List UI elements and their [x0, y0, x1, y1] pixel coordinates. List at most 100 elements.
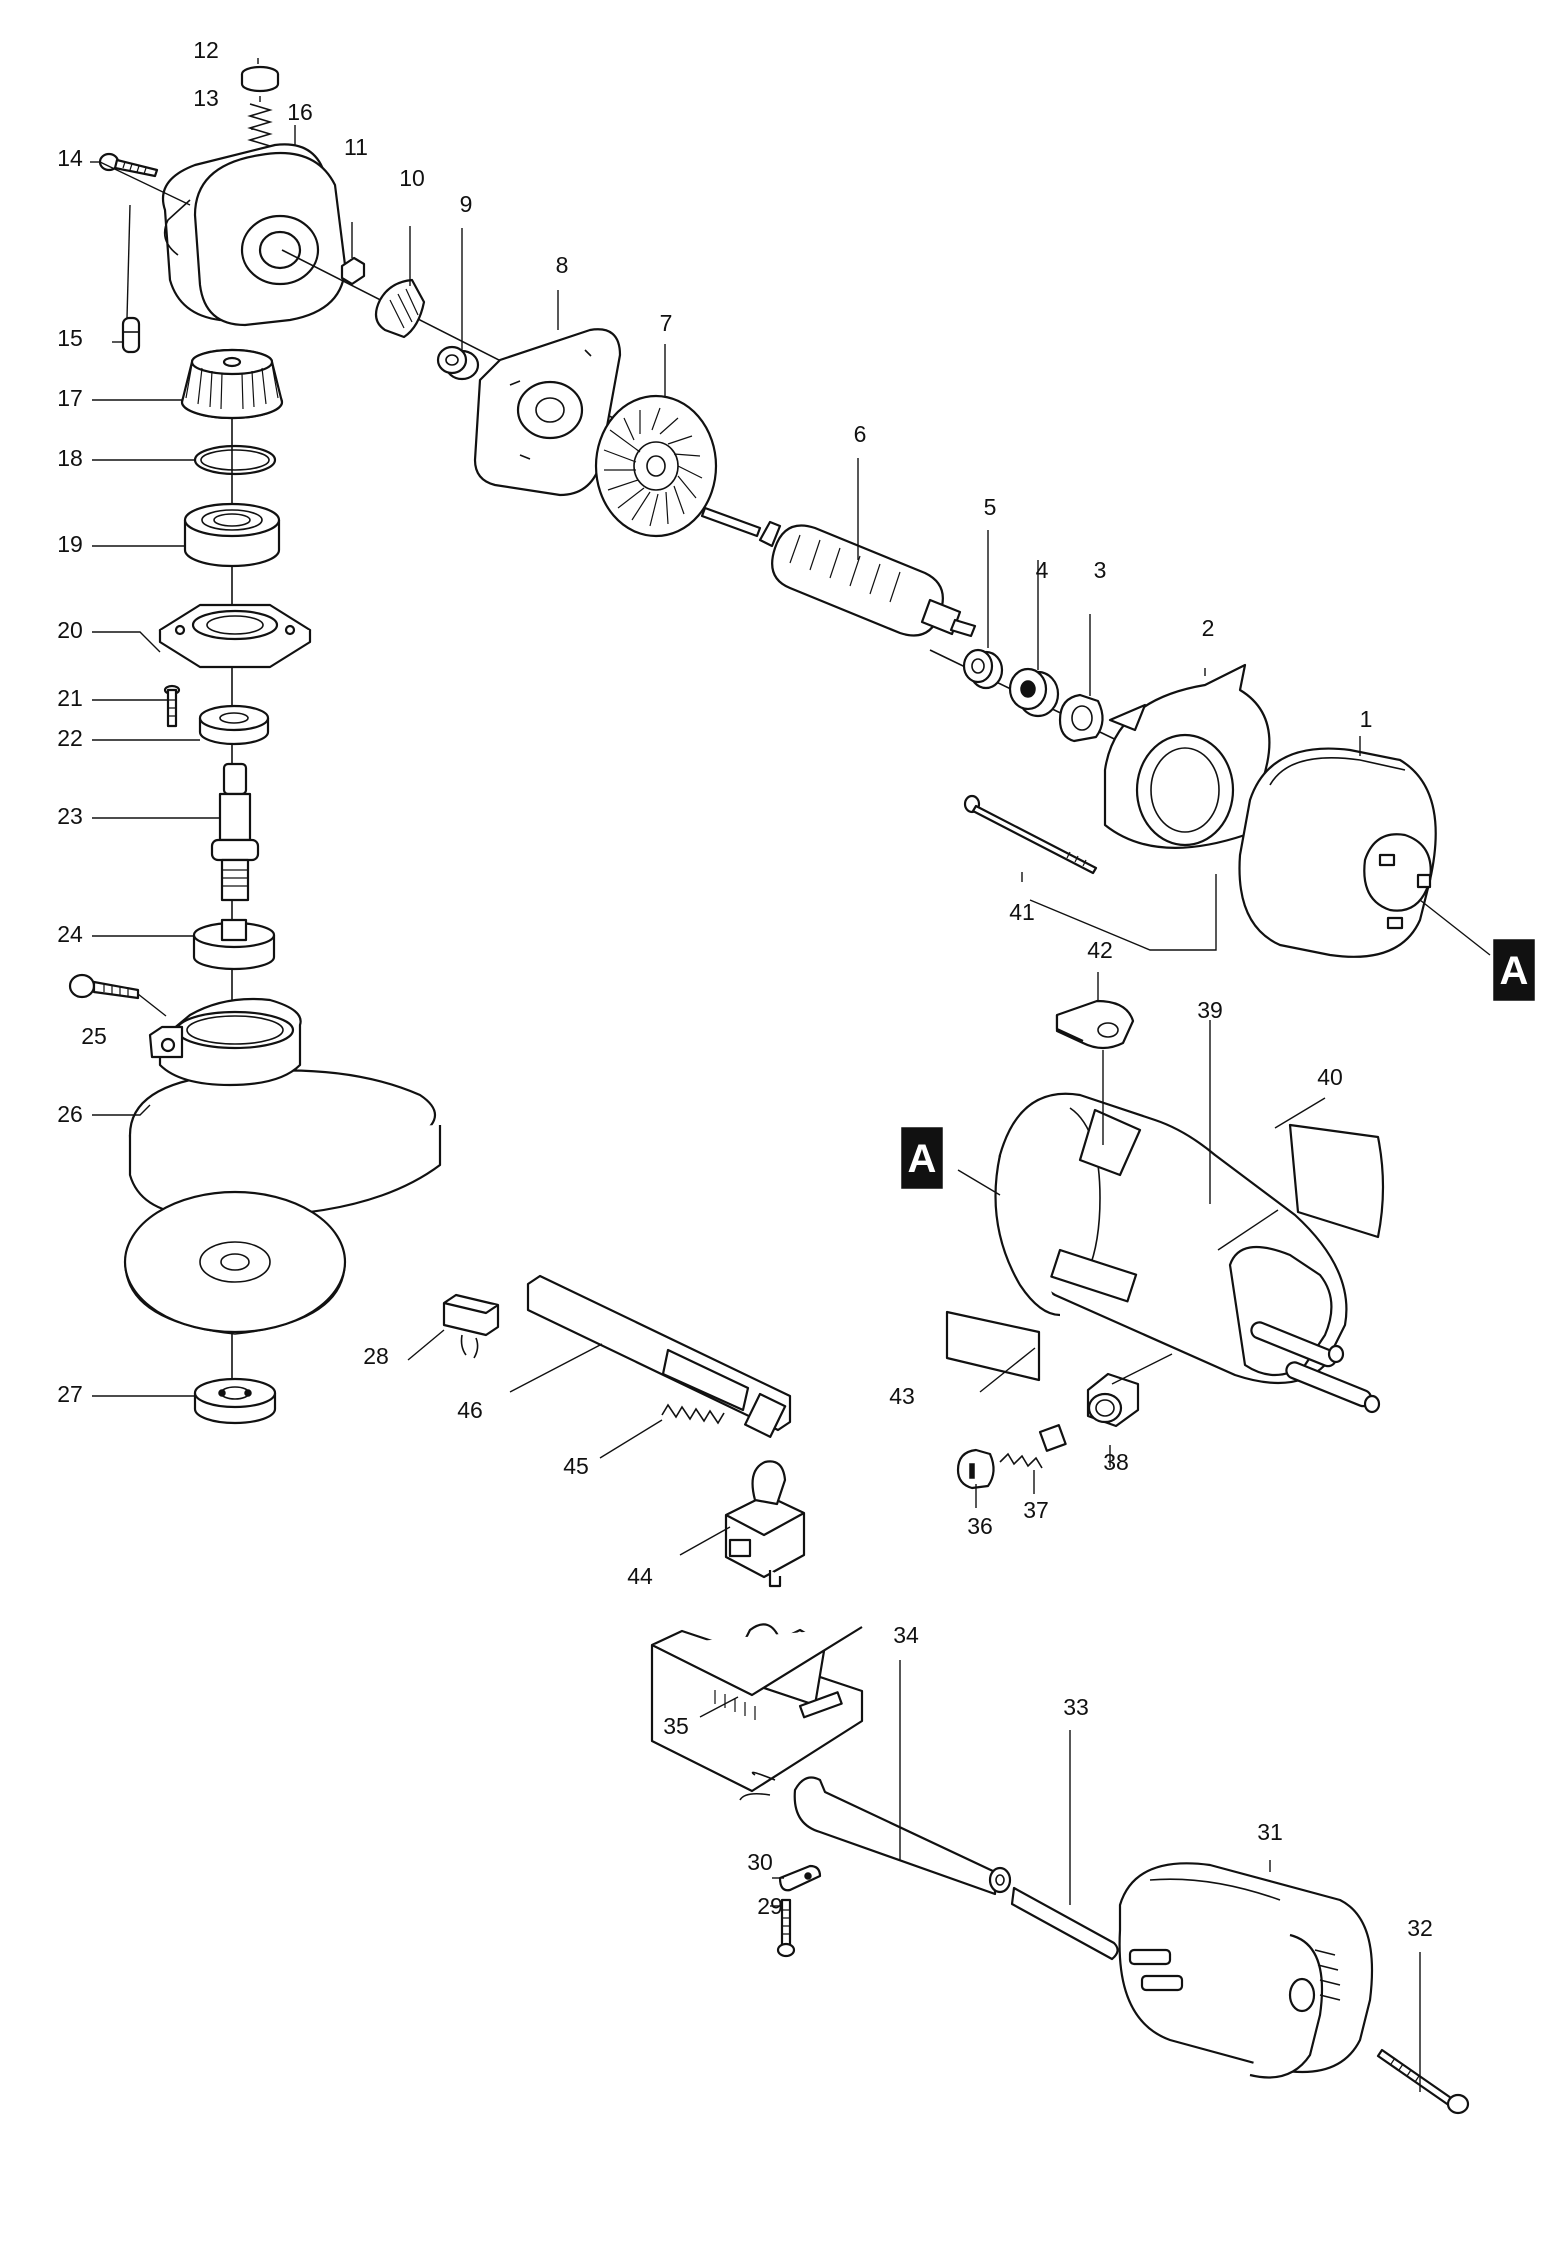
part-12-cap: [240, 65, 280, 93]
callout-16: 16: [287, 99, 313, 125]
part-32-screw: [1376, 2048, 1470, 2115]
callout-2: 2: [1202, 615, 1215, 641]
part-37-carbon-brush: [999, 1424, 1067, 1469]
part-28-noise-suppressor: [442, 1293, 500, 1359]
callout-29: 29: [757, 1893, 783, 1919]
part-30-strain-relief: [778, 1864, 822, 1892]
part-18-retaining-ring: [193, 444, 277, 476]
part-35-terminal-block: [650, 1623, 864, 1793]
part-25-bolt: [68, 973, 140, 1000]
callout-18: 18: [57, 445, 83, 471]
reference-marker-a-lower: A: [901, 1127, 943, 1189]
callout-38: 38: [1103, 1449, 1129, 1475]
callout-4: 4: [1036, 557, 1049, 583]
part-36-brush-cap: [956, 1448, 995, 1490]
part-45-spring: [661, 1403, 725, 1425]
part-17-bevel-gear: [180, 348, 284, 420]
callout-3: 3: [1094, 557, 1107, 583]
part-33-cord: [1010, 1886, 1119, 1961]
callout-44: 44: [627, 1563, 653, 1589]
callout-43: 43: [889, 1383, 915, 1409]
middle-leader-lines: [407, 1329, 731, 1556]
callout-23: 23: [57, 803, 83, 829]
callout-21: 21: [57, 685, 83, 711]
part-27-lock-nut: [193, 1377, 277, 1425]
part-38-brush-holder: [1086, 1372, 1140, 1428]
callout-46: 46: [457, 1397, 483, 1423]
part-21-screw: [163, 684, 181, 728]
part-4-ball-bearing: [1008, 667, 1060, 718]
callout-13: 13: [193, 85, 219, 111]
callout-24: 24: [57, 921, 83, 947]
callout-35: 35: [663, 1713, 689, 1739]
part-23-spindle: [210, 762, 260, 902]
part-7-fan: [594, 394, 718, 538]
callout-17: 17: [57, 385, 83, 411]
part-26-wheel-guard: [128, 997, 442, 1218]
callout-5: 5: [984, 494, 997, 520]
part-8-bearing-retainer: [473, 328, 622, 497]
part-10-pinion-gear: [374, 278, 426, 339]
callout-41: 41: [1009, 899, 1035, 925]
part-44-switch: [724, 1460, 806, 1588]
callout-10: 10: [399, 165, 425, 191]
part-1-field: [1238, 747, 1437, 958]
callout-32: 32: [1407, 1915, 1433, 1941]
part-14-screw: [98, 152, 159, 178]
callout-15: 15: [57, 325, 83, 351]
callout-30: 30: [747, 1849, 773, 1875]
bottom-leader-lines: [699, 1660, 1421, 2092]
part-29-screw: [776, 1898, 796, 1958]
svg-text:A: A: [1500, 949, 1529, 993]
part-6-armature: [700, 506, 977, 638]
callout-36: 36: [967, 1513, 993, 1539]
callout-33: 33: [1063, 1694, 1089, 1720]
part-40-label: [1288, 1123, 1385, 1239]
callout-14: 14: [57, 145, 83, 171]
part-31-rear-cover: [1118, 1862, 1374, 2079]
callout-42: 42: [1087, 937, 1113, 963]
callout-19: 19: [57, 531, 83, 557]
part-41-through-screw: [963, 794, 1098, 875]
part-43-label: [945, 1310, 1041, 1382]
callout-27: 27: [57, 1381, 83, 1407]
callout-labels: 1234567891011121314151617181920212223242…: [57, 37, 1433, 1941]
callout-8: 8: [556, 252, 569, 278]
callout-26: 26: [57, 1101, 83, 1127]
part-24-inner-flange: [192, 918, 276, 971]
part-3-bushing: [1058, 693, 1104, 743]
callout-37: 37: [1023, 1497, 1049, 1523]
part-13-spring: [247, 103, 273, 147]
callout-12: 12: [193, 37, 219, 63]
part-46-switch-lever: [526, 1274, 792, 1438]
abrasive-wheel: [123, 1190, 347, 1335]
part-34-cord-guard: [739, 1771, 1012, 1896]
part-11-nut: [340, 256, 366, 286]
callout-45: 45: [563, 1453, 589, 1479]
part-39-motor-housing: [994, 1092, 1381, 1414]
left-leader-lines: [90, 58, 296, 1397]
right-middle-leader-lines: [957, 972, 1326, 1508]
callout-9: 9: [460, 191, 473, 217]
part-16-gear-housing: [161, 143, 347, 327]
part-15-lock-pin: [121, 316, 141, 354]
part-42-rubber-pin: [1055, 999, 1135, 1050]
part-20-bearing-box: [158, 603, 312, 669]
top-leader-lines: [351, 222, 1491, 956]
part-2-baffle-plate: [1103, 663, 1271, 849]
callout-1: 1: [1360, 706, 1373, 732]
svg-text:A: A: [908, 1137, 937, 1181]
callout-31: 31: [1257, 1819, 1283, 1845]
callout-11: 11: [344, 134, 368, 160]
callout-22: 22: [57, 725, 83, 751]
callout-40: 40: [1317, 1064, 1343, 1090]
callout-28: 28: [363, 1343, 389, 1369]
callout-25: 25: [81, 1023, 107, 1049]
callout-7: 7: [660, 310, 673, 336]
part-19-ball-bearing: [183, 502, 281, 568]
part-5-ball-bearing: [962, 648, 1004, 690]
callout-20: 20: [57, 617, 83, 643]
part-9-ball-bearing: [436, 345, 480, 381]
reference-marker-a-top: A: [1493, 939, 1535, 1001]
